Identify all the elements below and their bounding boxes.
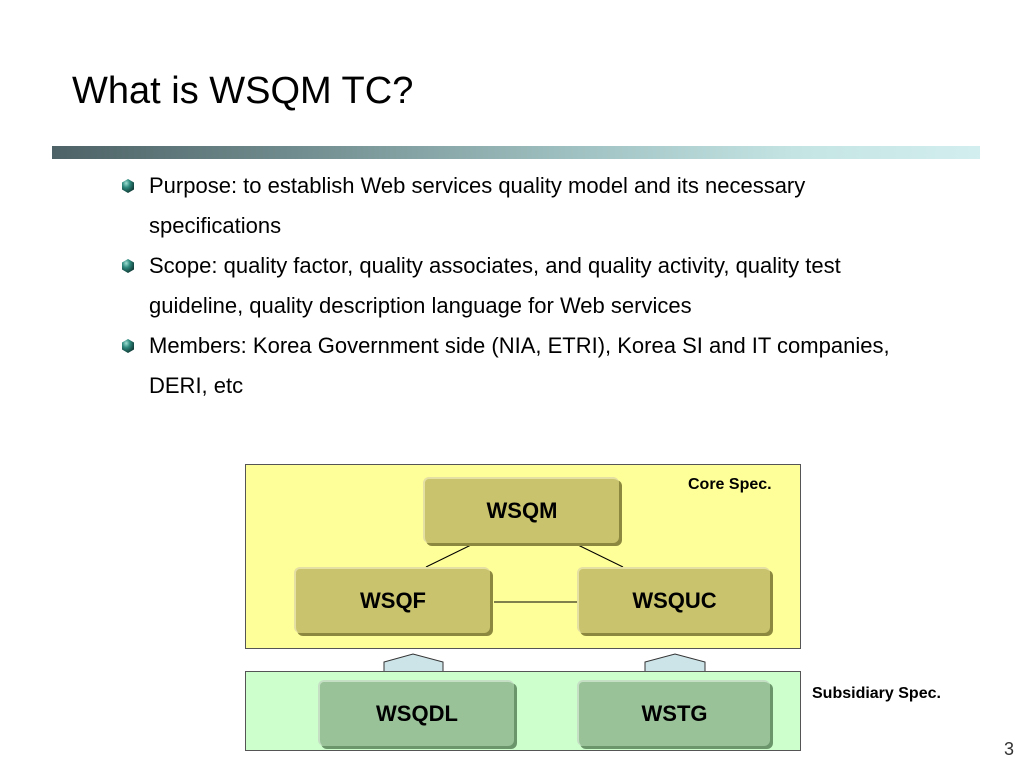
slide-title: What is WSQM TC? bbox=[72, 70, 414, 112]
sphere-bullet-icon bbox=[122, 259, 134, 273]
bullet-item-purpose: Purpose: to establish Web services quali… bbox=[118, 166, 918, 246]
bullet-list: Purpose: to establish Web services quali… bbox=[118, 166, 918, 406]
node-wstg: WSTG bbox=[577, 680, 770, 746]
up-arrow-right bbox=[644, 653, 706, 671]
page-number: 3 bbox=[1003, 739, 1014, 759]
sphere-bullet-icon bbox=[122, 179, 134, 193]
node-wsqf: WSQF bbox=[294, 567, 490, 633]
sphere-bullet-icon bbox=[122, 339, 134, 353]
node-wsquc: WSQUC bbox=[577, 567, 770, 633]
title-underline-bar bbox=[52, 146, 980, 159]
bullet-text: Scope: quality factor, quality associate… bbox=[149, 253, 841, 318]
bullet-item-members: Members: Korea Government side (NIA, ETR… bbox=[118, 326, 918, 406]
bullet-text: Purpose: to establish Web services quali… bbox=[149, 173, 806, 238]
bullet-item-scope: Scope: quality factor, quality associate… bbox=[118, 246, 918, 326]
core-spec-label: Core Spec. bbox=[688, 476, 772, 493]
bullet-text: Members: Korea Government side (NIA, ETR… bbox=[149, 333, 890, 398]
node-wsqm: WSQM bbox=[423, 477, 619, 543]
up-arrow-left bbox=[383, 653, 444, 671]
node-wsqdl: WSQDL bbox=[318, 680, 514, 746]
subsidiary-spec-label: Subsidiary Spec. bbox=[812, 685, 941, 702]
